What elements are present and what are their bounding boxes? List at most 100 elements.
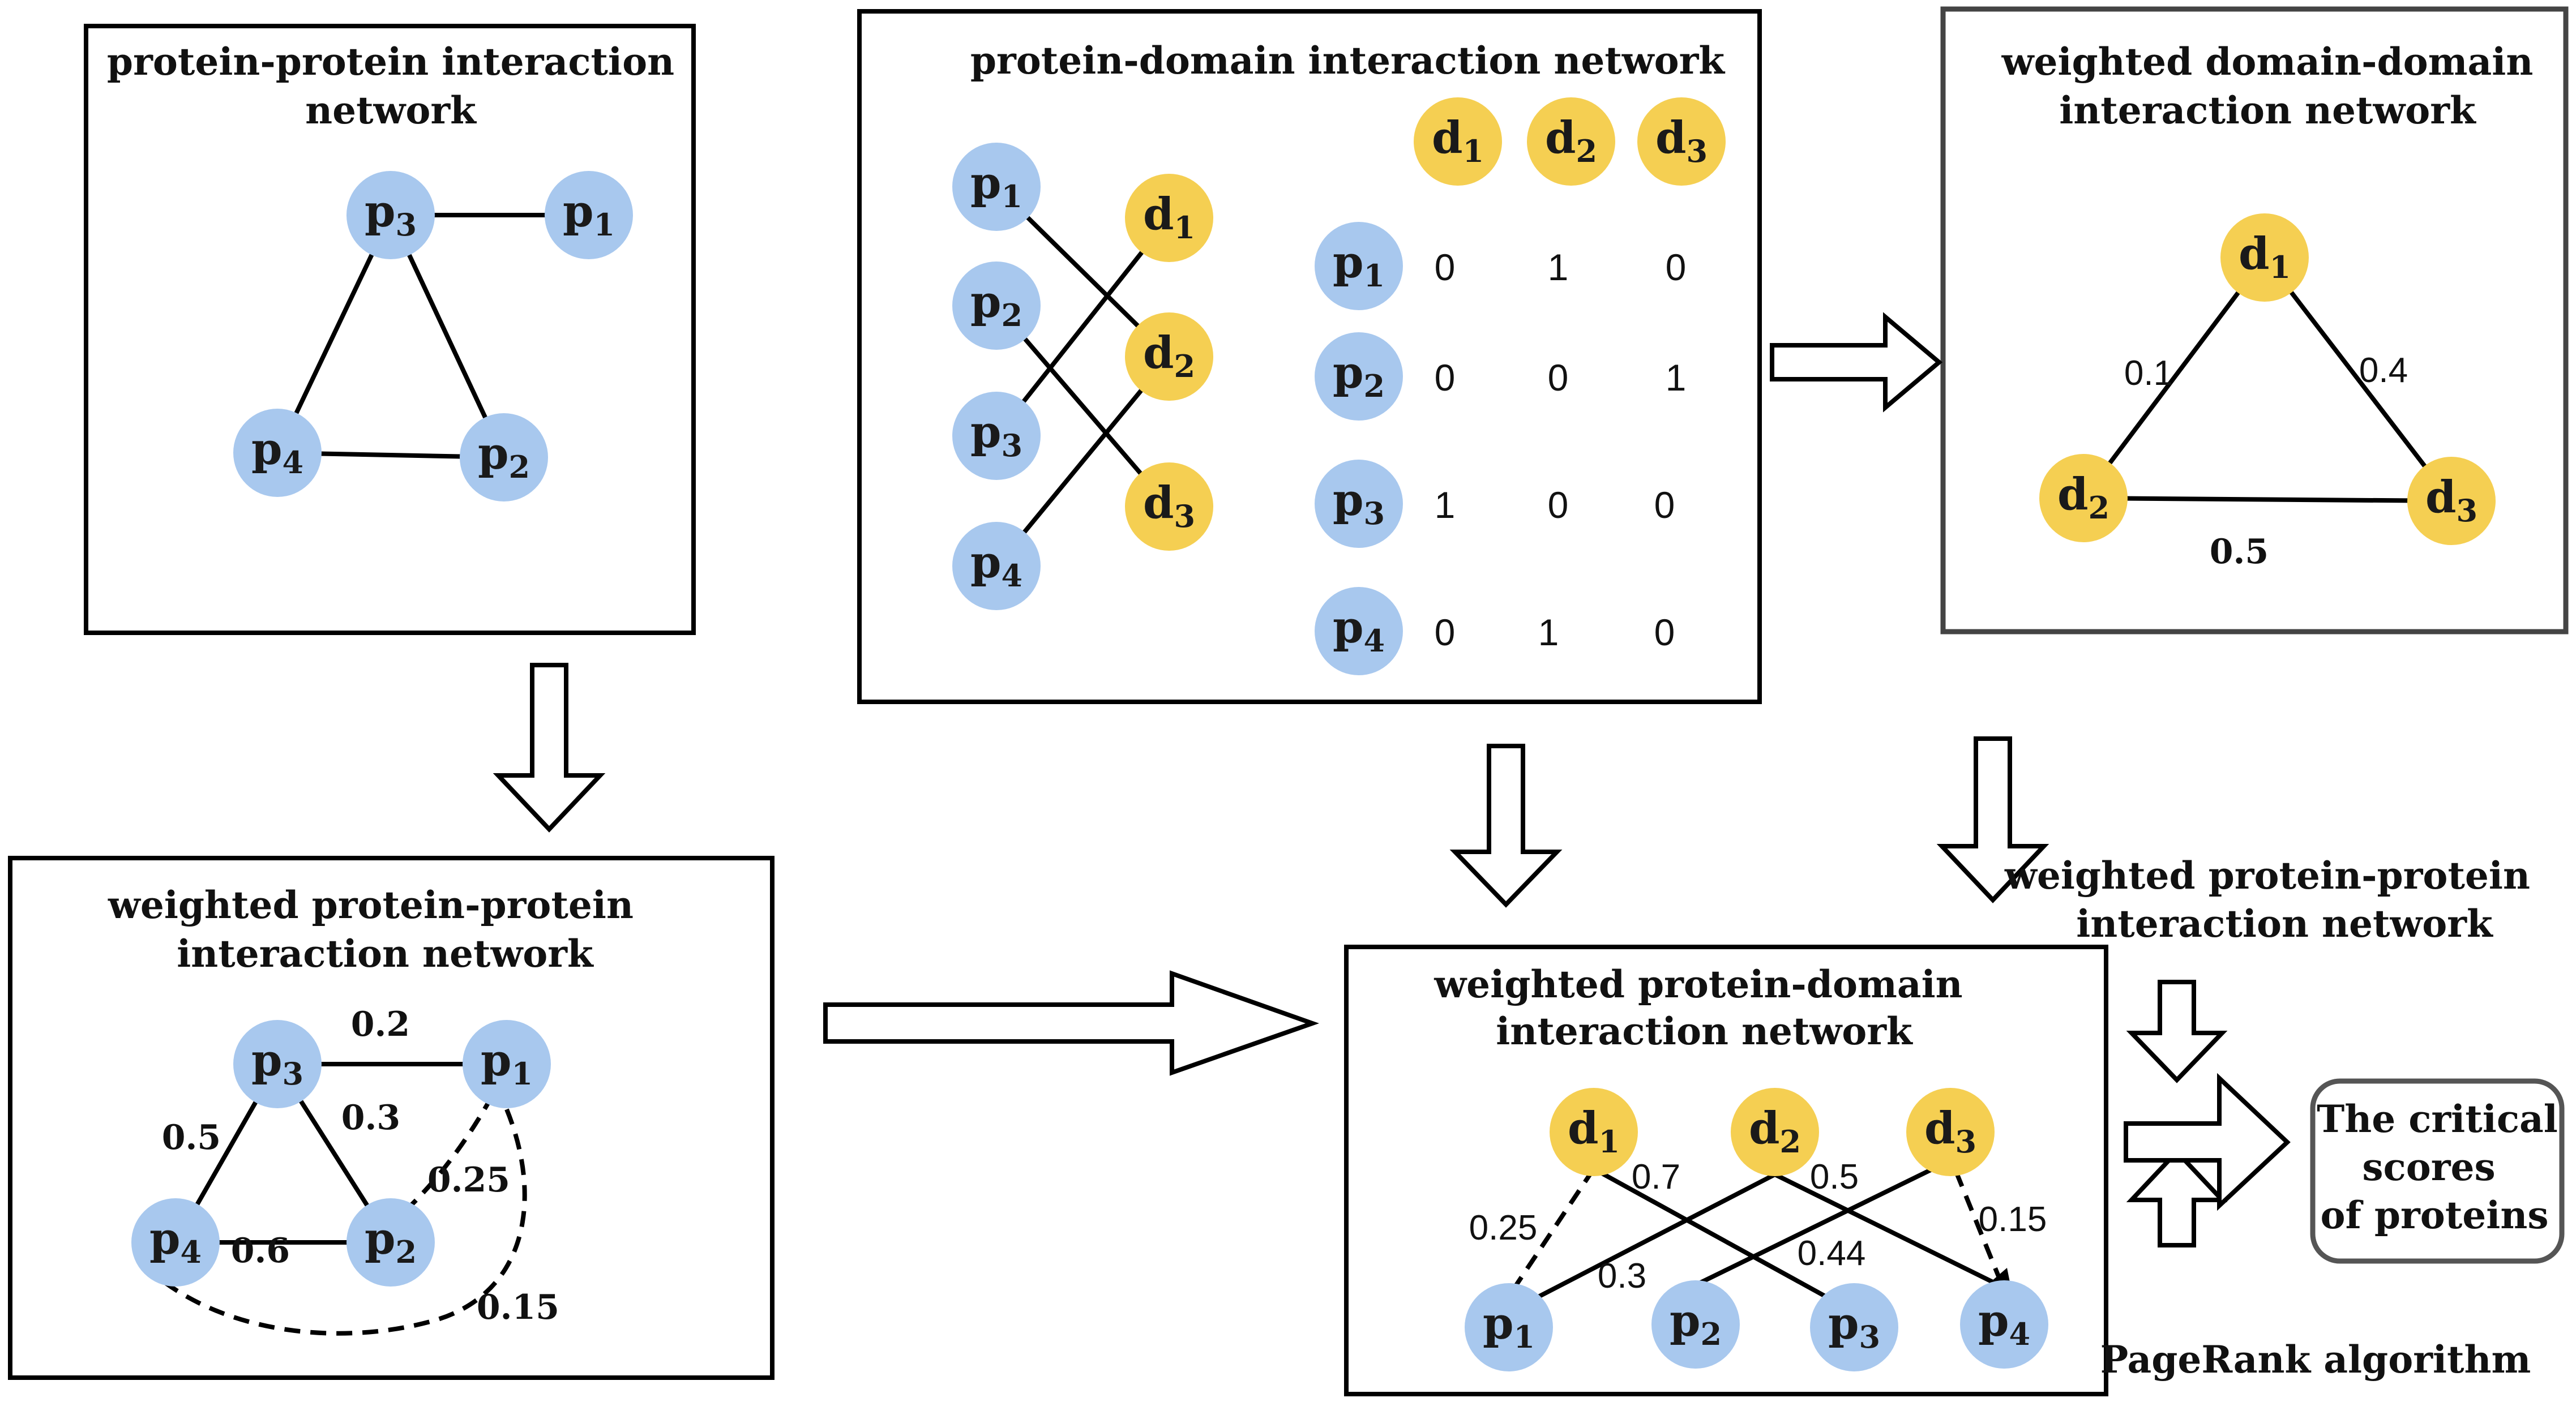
wddi-node-d2-circle (2039, 454, 2128, 542)
pdi-protein-p2-circle (952, 261, 1041, 350)
wppi-weight-p4-p2: 0.6 (231, 1231, 290, 1271)
svg-text:p4: p4 (1333, 602, 1385, 659)
pdi-matrix-col-d2: d2 (1527, 97, 1615, 186)
pdi-matrix-row-p1-circle (1315, 222, 1403, 310)
wpdi-protein-p2-circle (1651, 1280, 1740, 1369)
svg-text:d2: d2 (1143, 327, 1195, 384)
wddi-node-d3-label: d (2425, 471, 2457, 523)
wddi-node-d1-circle (2220, 213, 2309, 302)
pdi-matrix-row-p3-circle (1315, 460, 1403, 548)
result-box: The critical scores of proteins (2310, 1078, 2565, 1264)
pdi-matrix-cell: 0 (1654, 484, 1675, 526)
wddi-node-d2-label: d (2057, 469, 2089, 520)
wpdi-domain-d2-circle (1731, 1088, 1819, 1176)
wpdi-weight-d3-p2: 0.44 (1798, 1234, 1866, 1273)
pdi-matrix-row-p3-subscript: 3 (1363, 495, 1385, 531)
svg-text:p2: p2 (1670, 1295, 1722, 1352)
pdi-domain-d1: d1 (1125, 174, 1213, 262)
pdi-matrix-col-d3: d3 (1637, 97, 1726, 186)
wppi-panel: weighted protein-protein interaction net… (8, 856, 774, 1380)
svg-text:p4: p4 (149, 1213, 202, 1270)
wddi-node-d3: d3 (2407, 457, 2496, 545)
pdi-matrix-row-p1: p1 0 1 0 (1315, 222, 1686, 310)
pdi-domain-d3-label: d (1143, 477, 1174, 529)
wpdi-protein-p3-label: p (1828, 1298, 1859, 1349)
wddi-node-d3-subscript: 3 (2456, 492, 2477, 529)
pdi-matrix-row-p2-subscript: 2 (1363, 368, 1385, 404)
svg-text:p3: p3 (365, 186, 417, 243)
svg-text:d2: d2 (1749, 1103, 1801, 1160)
ppi-node-p2-circle (460, 413, 548, 501)
pdi-protein-p2-label: p (970, 276, 1002, 328)
wppi-weight-p3-p4: 0.5 (162, 1118, 221, 1157)
wppi-node-p2-circle (346, 1198, 435, 1287)
pdi-matrix-col-d1-circle (1414, 97, 1502, 186)
wpdi-domain-d2-subscript: 2 (1779, 1124, 1801, 1160)
ppi-node-p3: p3 (346, 171, 435, 259)
wpdi-edge-d1-p3 (1593, 1167, 1847, 1310)
ppi-title-line2: network (305, 88, 477, 132)
ppi-node-p2: p2 (460, 413, 548, 501)
wppi-title-line2: interaction network (177, 932, 594, 976)
wppi-node-p3-subscript: 3 (282, 1056, 303, 1092)
wpdi-domain-d1: d1 (1550, 1088, 1638, 1176)
svg-text:d3: d3 (2425, 471, 2477, 529)
wddi-node-d2-subscript: 2 (2088, 490, 2109, 526)
ppi-node-p4-label: p (251, 423, 283, 475)
svg-text:d1: d1 (1432, 112, 1484, 169)
pdi-protein-p4: p4 (952, 522, 1041, 610)
pdi-matrix-col-d3-subscript: 3 (1686, 133, 1708, 169)
wpdi-edge-d2-p4 (1774, 1172, 2005, 1290)
svg-text:d3: d3 (1143, 477, 1195, 534)
wpdi-protein-p4-label: p (1978, 1295, 2009, 1347)
pdi-matrix-row-p2-label: p (1333, 347, 1364, 398)
pdi-matrix-row-p1-label: p (1333, 237, 1364, 288)
pdi-panel: protein-domain interaction network p1 p2… (857, 9, 1762, 704)
wddi-edge-d2-d3 (2083, 496, 2452, 503)
wppi-weight-p3-p1: 0.2 (351, 1005, 410, 1044)
ppi-panel-frame (84, 24, 696, 635)
flow-arrow-wppi-to-pagerank (2126, 980, 2228, 1083)
pdi-protein-p4-label: p (970, 537, 1002, 588)
wpdi-domain-d1-subscript: 1 (1598, 1124, 1620, 1160)
svg-text:p1: p1 (563, 186, 615, 243)
pdi-matrix-cell: 0 (1548, 484, 1569, 526)
pdi-domain-d2-subscript: 2 (1174, 348, 1195, 384)
svg-text:p1: p1 (970, 157, 1022, 215)
wppi-node-p1-circle (463, 1020, 551, 1108)
pdi-domain-d1-circle (1125, 174, 1213, 262)
wppi-node-p1: p1 (463, 1020, 551, 1108)
svg-text:p4: p4 (251, 423, 303, 481)
pdi-matrix-row-p1-subscript: 1 (1363, 258, 1385, 294)
svg-text:p1: p1 (1333, 237, 1385, 294)
wpdi-protein-p1-label: p (1483, 1298, 1514, 1349)
wpdi-domain-d3-label: d (1924, 1103, 1955, 1154)
pdi-matrix-col-d2-label: d (1545, 112, 1576, 164)
svg-text:p2: p2 (478, 428, 530, 485)
wddi-weight-d1-d2: 0.1 (2124, 354, 2173, 393)
pdi-matrix-col-d1-subscript: 1 (1462, 133, 1484, 169)
pdi-domain-d1-subscript: 1 (1174, 209, 1195, 246)
pdi-domain-d2-circle (1125, 312, 1213, 401)
pdi-edge-p2-d3 (994, 304, 1171, 508)
flow-arrow-pdi-to-wddi (1770, 312, 1943, 413)
pdi-protein-p4-subscript: 4 (1001, 558, 1022, 594)
pdi-protein-p2: p2 (952, 261, 1041, 350)
wpdi-domain-d3: d3 (1906, 1088, 1995, 1176)
wddi-panel: weighted domain-domain interaction netwo… (1940, 6, 2569, 634)
pdi-matrix-row-p4-label: p (1333, 602, 1364, 653)
pdi-domain-d3-subscript: 3 (1174, 498, 1195, 534)
svg-text:p2: p2 (970, 276, 1022, 333)
wpdi-domain-d3-subscript: 3 (1955, 1124, 1976, 1160)
wpdi-protein-p2-label: p (1670, 1295, 1701, 1347)
pdi-protein-p3-circle (952, 392, 1041, 480)
wppi-node-p3: p3 (233, 1020, 322, 1108)
pdi-matrix-row-p4: p4 0 1 0 (1315, 587, 1675, 675)
pdi-matrix-col-d3-label: d (1655, 112, 1687, 164)
pdi-matrix-row-p2-circle (1315, 332, 1403, 421)
ppi-node-p1-circle (545, 171, 633, 259)
wppi-node-p4-circle (131, 1198, 220, 1287)
pdi-matrix-row-p2: p2 0 0 1 (1315, 332, 1686, 421)
wpdi-protein-p3-subscript: 3 (1859, 1319, 1880, 1355)
pdi-protein-p3-label: p (970, 406, 1002, 458)
